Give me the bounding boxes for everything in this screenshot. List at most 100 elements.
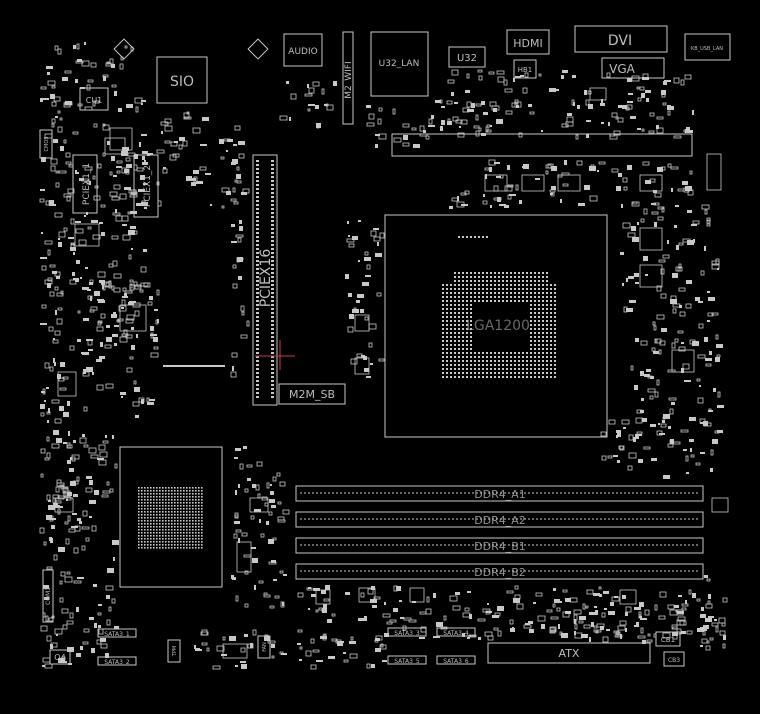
dimm-slot-b2[interactable]: DDR4_B2 bbox=[295, 563, 704, 580]
component-pad bbox=[554, 360, 556, 362]
sata-port-6[interactable]: SATA3_6 bbox=[436, 655, 476, 665]
component-pad bbox=[201, 490, 203, 492]
m2m-sb-slot[interactable]: M2M_SB bbox=[278, 383, 346, 405]
pciex1-slot-2[interactable]: PCIEX1_2 bbox=[133, 154, 159, 218]
m2-wifi-slot[interactable]: M2_WIFI bbox=[342, 31, 354, 125]
component-pad bbox=[634, 625, 639, 627]
component-pad bbox=[446, 332, 448, 334]
sata-port-4[interactable]: SATA3_4 bbox=[436, 627, 476, 637]
sata-port-5[interactable]: SATA3_5 bbox=[387, 655, 427, 665]
component-pad bbox=[689, 417, 696, 421]
dvi-connector[interactable]: DVI bbox=[574, 25, 668, 53]
vga-connector[interactable]: VGA bbox=[601, 57, 665, 79]
component-pad bbox=[506, 284, 508, 286]
component-pad bbox=[486, 372, 488, 374]
sata-port-3[interactable]: SATA3_3 bbox=[387, 627, 427, 637]
component-pad bbox=[113, 273, 122, 279]
component-pad bbox=[189, 526, 191, 528]
u32-lan-connector[interactable]: U32_LAN bbox=[370, 31, 429, 97]
hdmi-connector[interactable]: HDMI bbox=[506, 29, 550, 55]
sio-chip[interactable]: SIO bbox=[156, 56, 208, 104]
dimm-slot-a1[interactable]: DDR4_A1 bbox=[295, 485, 704, 502]
component-pad bbox=[119, 63, 124, 70]
component-pad bbox=[660, 293, 667, 299]
component-pad bbox=[153, 523, 155, 525]
com-header[interactable]: COM1 bbox=[42, 569, 54, 623]
component-pad bbox=[156, 520, 158, 522]
component-pad bbox=[709, 637, 714, 641]
component-pad bbox=[645, 90, 651, 93]
component-pad bbox=[165, 496, 167, 498]
component-pad bbox=[124, 169, 129, 173]
dimm-slot-a2[interactable]: DDR4_A2 bbox=[295, 511, 704, 528]
pciex1-slot-1[interactable]: PCIEX1_1 bbox=[72, 154, 98, 214]
component-pad bbox=[171, 517, 173, 519]
component-pad bbox=[50, 518, 56, 520]
component-pad bbox=[619, 589, 637, 605]
component-pad bbox=[142, 162, 148, 165]
dimm-slot-b1[interactable]: DDR4_B1 bbox=[295, 537, 704, 554]
component-pad bbox=[628, 93, 633, 95]
component-pad bbox=[141, 200, 146, 205]
pch-chip[interactable] bbox=[119, 446, 223, 588]
component-pad bbox=[462, 368, 464, 370]
component-pad bbox=[489, 101, 497, 107]
component-pad bbox=[446, 312, 448, 314]
component-pad bbox=[538, 360, 540, 362]
component-pad bbox=[171, 547, 173, 549]
component-pad bbox=[195, 514, 197, 516]
component-pad bbox=[256, 376, 259, 378]
component-pad bbox=[260, 533, 265, 538]
component-pad bbox=[96, 384, 104, 391]
audio-connector[interactable]: AUDIO bbox=[283, 33, 323, 67]
cu1-chip[interactable]: CU1 bbox=[79, 87, 109, 111]
u32-connector[interactable]: U32 bbox=[448, 46, 486, 68]
component-pad bbox=[119, 336, 128, 343]
cu1-label: CU1 bbox=[86, 96, 103, 105]
component-pad bbox=[256, 184, 259, 186]
component-pad bbox=[104, 344, 112, 349]
q4-label: Q4 bbox=[54, 653, 65, 662]
component-pad bbox=[174, 547, 176, 549]
component-pad bbox=[103, 76, 106, 81]
component-pad bbox=[51, 123, 55, 128]
cpu-socket[interactable]: LGA1200 bbox=[384, 214, 608, 438]
component-pad bbox=[470, 376, 472, 378]
sata-port-1[interactable]: SATA3_1 bbox=[97, 628, 137, 638]
component-pad bbox=[105, 435, 107, 438]
component-pad bbox=[446, 376, 448, 378]
sata-port-2[interactable]: SATA3_2 bbox=[97, 656, 137, 666]
component-pad bbox=[494, 376, 496, 378]
pciex16-slot[interactable]: PCIEX16 bbox=[252, 154, 278, 406]
component-pad bbox=[271, 356, 274, 358]
component-pad bbox=[676, 245, 679, 250]
component-pad bbox=[177, 544, 179, 546]
component-pad bbox=[324, 104, 327, 106]
component-pad bbox=[458, 316, 460, 318]
component-pad bbox=[554, 300, 556, 302]
component-pad bbox=[640, 218, 645, 223]
component-pad bbox=[486, 129, 492, 133]
component-pad bbox=[534, 316, 536, 318]
component-pad bbox=[122, 224, 127, 226]
component-pad bbox=[630, 365, 634, 371]
component-pad bbox=[230, 371, 237, 378]
component-pad bbox=[458, 300, 460, 302]
component-pad bbox=[378, 107, 383, 112]
component-pad bbox=[177, 523, 179, 525]
kb-usb-connector[interactable]: KB_USB_LAN bbox=[684, 33, 731, 61]
component-pad bbox=[101, 282, 105, 285]
component-pad bbox=[195, 547, 197, 549]
component-pad bbox=[279, 651, 284, 655]
component-pad bbox=[47, 72, 50, 75]
component-pad bbox=[709, 351, 712, 355]
component-pad bbox=[256, 304, 259, 306]
component-pad bbox=[66, 195, 71, 202]
component-pad bbox=[550, 352, 552, 354]
component-pad bbox=[510, 288, 512, 290]
component-pad bbox=[113, 184, 121, 190]
atx-connector[interactable]: ATX bbox=[487, 642, 651, 664]
component-pad bbox=[153, 337, 158, 342]
component-pad bbox=[514, 292, 516, 294]
hb1-chip[interactable]: HB1 bbox=[513, 59, 537, 79]
